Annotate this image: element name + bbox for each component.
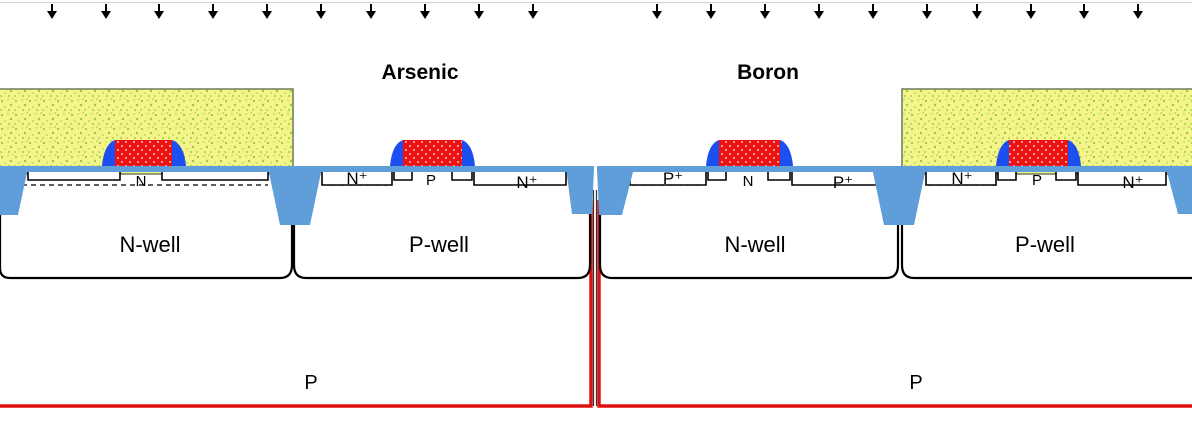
sti-trenches [0, 168, 1192, 225]
n-plus-label-4: N⁺ [1122, 173, 1143, 192]
boron-label: Boron [737, 61, 799, 84]
well-label-2: P-well [409, 232, 469, 257]
implant-arrow-icon [101, 4, 111, 19]
implant-arrows [47, 4, 1143, 19]
implant-arrow-icon [316, 4, 326, 19]
implant-arrow-icon [366, 4, 376, 19]
wells [0, 188, 1192, 280]
gate-2 [390, 140, 475, 166]
implant-arrow-icon [706, 4, 716, 19]
region-labels: N N⁺ P N⁺ P⁺ N P⁺ N⁺ P N⁺ [136, 169, 1144, 192]
well-label-3: N-well [724, 232, 785, 257]
gate-1 [102, 140, 186, 166]
n-implant-label-2: N [743, 173, 754, 190]
gate-4 [996, 140, 1081, 166]
p-substrate-outlines [0, 190, 1192, 408]
implant-arrow-icon [868, 4, 878, 19]
implant-arrow-icon [47, 4, 57, 19]
implant-arrow-icon [208, 4, 218, 19]
p-implant-label-1: P [426, 172, 436, 189]
substrate-label-left: P [304, 372, 317, 394]
implant-arrow-icon [1133, 4, 1143, 19]
implant-arrow-icon [420, 4, 430, 19]
p-plus-label-2: P⁺ [833, 173, 853, 192]
gate-3 [706, 140, 793, 166]
diffusion-regions [27, 172, 1167, 186]
implant-arrow-icon [528, 4, 538, 19]
implant-arrow-icon [760, 4, 770, 19]
implant-arrow-icon [1079, 4, 1089, 19]
implant-arrow-icon [474, 4, 484, 19]
arsenic-label: Arsenic [381, 61, 458, 84]
substrate-label-right: P [909, 372, 922, 394]
implant-arrow-icon [922, 4, 932, 19]
well-label-1: N-well [119, 232, 180, 257]
implant-arrow-icon [154, 4, 164, 19]
oxide-layer [0, 166, 1192, 172]
implant-arrow-icon [972, 4, 982, 19]
n-plus-label-1: N⁺ [346, 169, 367, 188]
implant-arrow-icon [1026, 4, 1036, 19]
implant-arrow-icon [814, 4, 824, 19]
well-label-4: P-well [1015, 232, 1075, 257]
implant-arrow-icon [652, 4, 662, 19]
p-implant-label-2: P [1032, 172, 1042, 189]
n-plus-label-2: N⁺ [516, 173, 537, 192]
gate-stacks [102, 140, 1081, 166]
implant-arrow-icon [262, 4, 272, 19]
p-plus-label-1: P⁺ [663, 169, 683, 188]
n-plus-label-3: N⁺ [951, 169, 972, 188]
n-implant-label-1: N [136, 173, 147, 190]
